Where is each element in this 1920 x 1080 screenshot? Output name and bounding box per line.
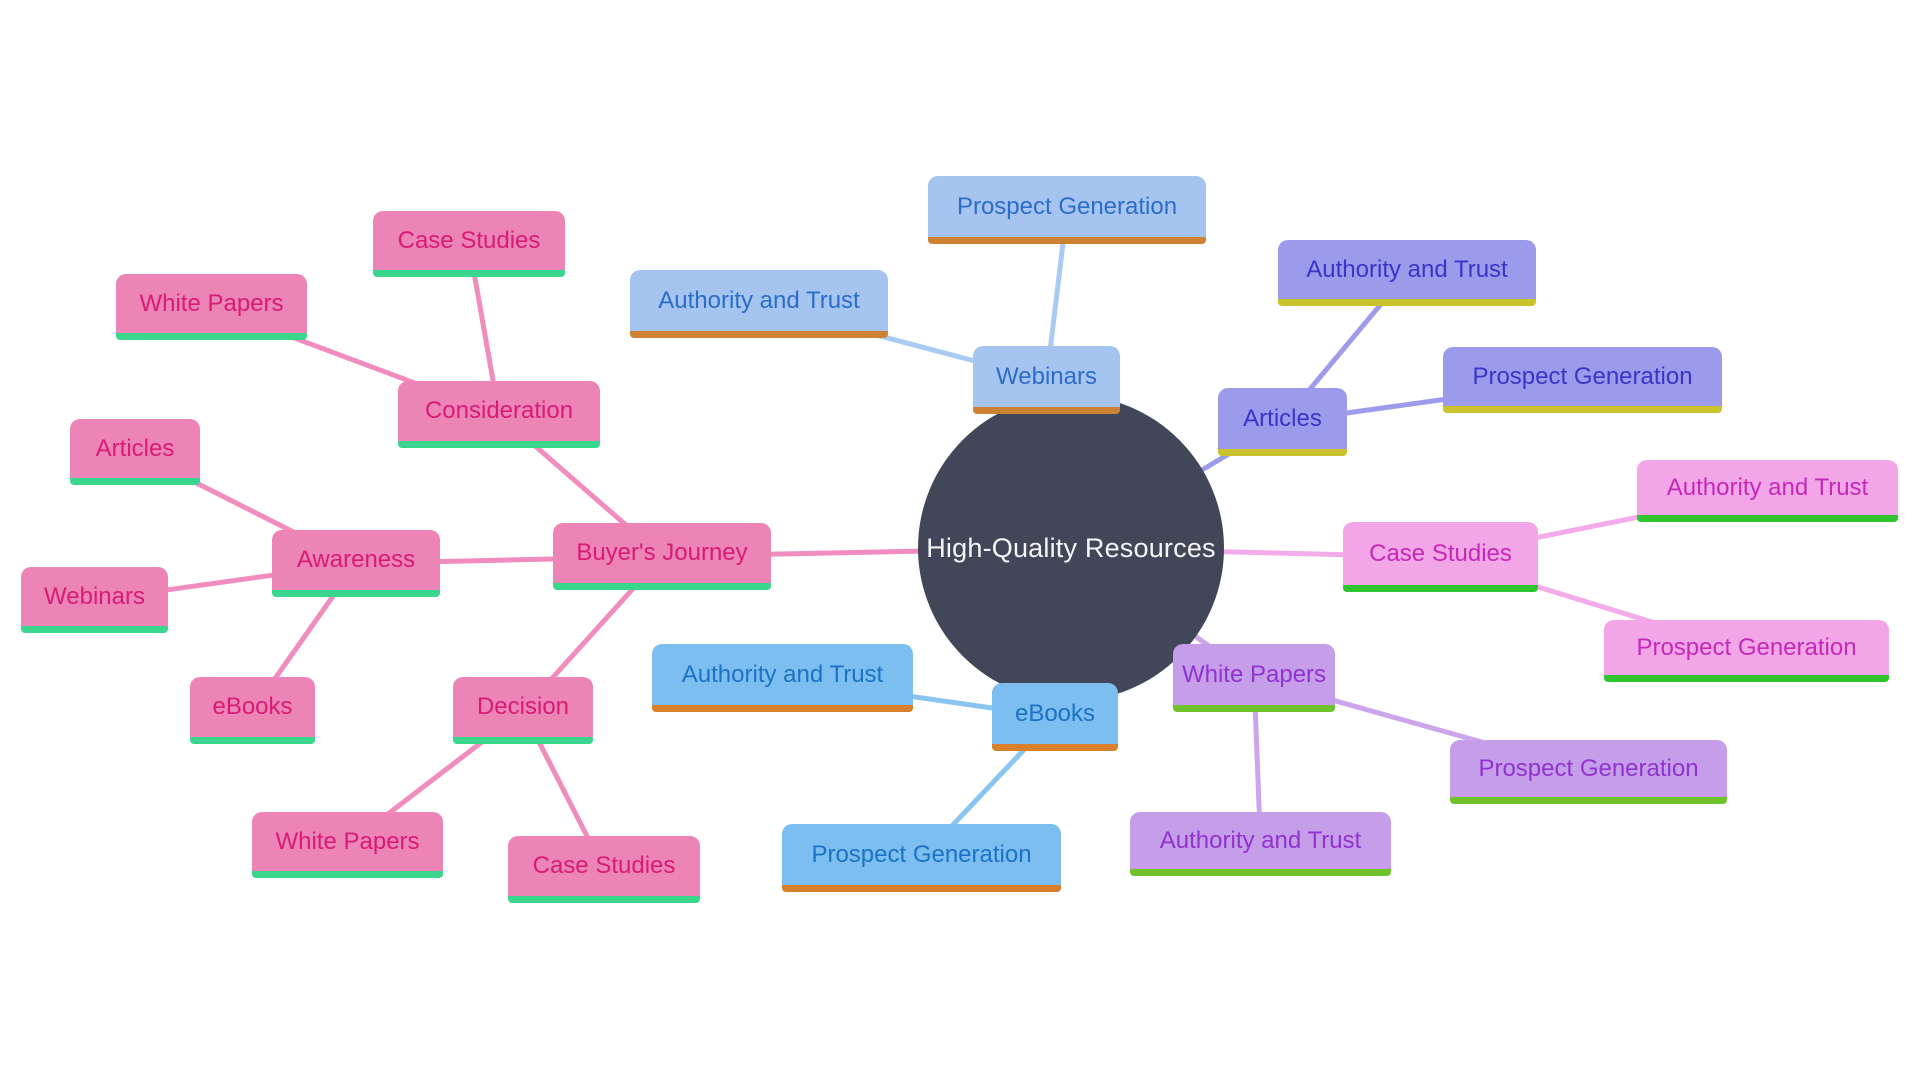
- node-label-cs-top: Case Studies: [397, 226, 541, 254]
- node-label-pg-web: Prospect Generation: [956, 192, 1178, 220]
- node-wp-b[interactable]: White Papers: [252, 812, 443, 878]
- node-label-wp-m: White Papers: [1181, 660, 1327, 688]
- node-label-cs-m: Case Studies: [1369, 539, 1512, 567]
- node-label-web-m: Webinars: [996, 362, 1097, 390]
- node-label-at-art: Authority and Trust: [1306, 255, 1508, 283]
- node-cs-m[interactable]: Case Studies: [1343, 522, 1538, 592]
- node-eb-m[interactable]: eBooks: [992, 683, 1118, 751]
- node-label-wp-ul: White Papers: [139, 289, 284, 317]
- node-at-cs[interactable]: Authority and Trust: [1637, 460, 1898, 522]
- node-label-cs-b: Case Studies: [532, 852, 676, 879]
- node-label-art-l: Articles: [95, 434, 175, 462]
- node-pg-web[interactable]: Prospect Generation: [928, 176, 1206, 244]
- node-art-l[interactable]: Articles: [70, 419, 200, 485]
- node-art-m[interactable]: Articles: [1218, 388, 1347, 456]
- node-label-art-m: Articles: [1243, 404, 1322, 432]
- node-pg-art[interactable]: Prospect Generation: [1443, 347, 1722, 413]
- node-label-eb-l: eBooks: [212, 693, 293, 720]
- node-bj[interactable]: Buyer's Journey: [553, 523, 771, 590]
- node-at-eb[interactable]: Authority and Trust: [652, 644, 913, 712]
- node-pg-wp[interactable]: Prospect Generation: [1450, 740, 1727, 804]
- node-label-at-web: Authority and Trust: [658, 286, 860, 314]
- node-label-eb-m: eBooks: [1014, 699, 1096, 727]
- node-cons[interactable]: Consideration: [398, 381, 600, 448]
- node-label-web-l: Webinars: [44, 582, 145, 610]
- node-cs-top[interactable]: Case Studies: [373, 211, 565, 277]
- node-label-deci: Decision: [476, 693, 570, 720]
- node-web-m[interactable]: Webinars: [973, 346, 1120, 414]
- node-wp-m[interactable]: White Papers: [1173, 644, 1335, 712]
- node-label-pg-cs: Prospect Generation: [1636, 633, 1857, 661]
- node-label-wp-b: White Papers: [275, 827, 420, 855]
- node-eb-l[interactable]: eBooks: [190, 677, 315, 744]
- node-at-wp[interactable]: Authority and Trust: [1130, 812, 1391, 876]
- node-label-at-cs: Authority and Trust: [1666, 473, 1869, 501]
- node-label-pg-art: Prospect Generation: [1472, 362, 1693, 390]
- node-label-bj: Buyer's Journey: [576, 539, 748, 566]
- node-pg-cs[interactable]: Prospect Generation: [1604, 620, 1889, 682]
- node-deci[interactable]: Decision: [453, 677, 593, 744]
- node-label-at-eb: Authority and Trust: [681, 660, 884, 688]
- node-label-awar: Awareness: [296, 546, 416, 573]
- node-at-web[interactable]: Authority and Trust: [630, 270, 888, 338]
- node-at-art[interactable]: Authority and Trust: [1278, 240, 1536, 306]
- node-web-l[interactable]: Webinars: [21, 567, 168, 633]
- node-awar[interactable]: Awareness: [272, 530, 440, 597]
- node-label-at-wp: Authority and Trust: [1159, 826, 1362, 854]
- node-label-pg-eb: Prospect Generation: [811, 840, 1032, 868]
- node-label-pg-wp: Prospect Generation: [1478, 754, 1699, 782]
- node-cs-b[interactable]: Case Studies: [508, 836, 700, 903]
- node-pg-eb[interactable]: Prospect Generation: [782, 824, 1061, 892]
- node-label-cons: Consideration: [424, 397, 574, 424]
- node-wp-ul[interactable]: White Papers: [116, 274, 307, 340]
- central-topic-label: High-Quality Resources: [926, 532, 1216, 563]
